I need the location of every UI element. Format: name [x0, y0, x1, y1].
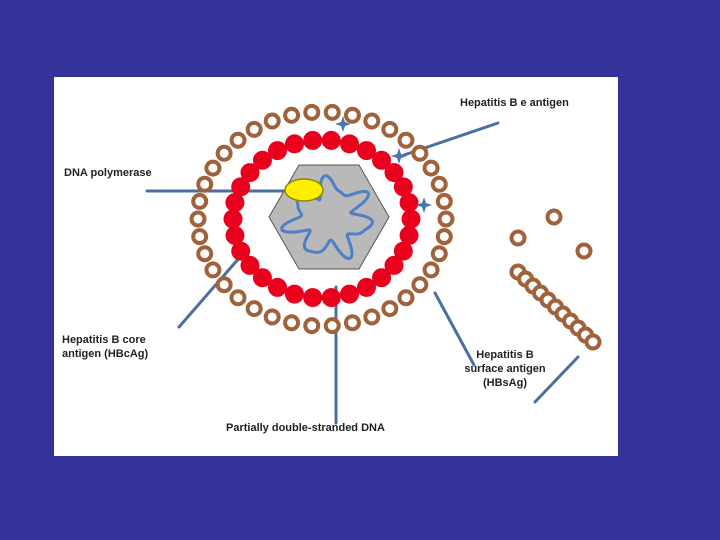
surface-antigen-particle-hole: [208, 163, 218, 173]
core-antigen-particle: [284, 284, 304, 304]
core-antigen-particle: [223, 209, 243, 229]
surface-antigen-particle-hole: [267, 312, 277, 322]
surface-antigen-particle-hole: [208, 265, 218, 275]
core-antigen-particle: [399, 225, 419, 245]
core-antigen-particle: [384, 255, 404, 275]
surface-antigen-particle-hole: [200, 179, 210, 189]
core-antigen-particle: [393, 241, 413, 261]
surface-antigen-particle-hole: [439, 232, 449, 242]
e-antigen-stars: [335, 116, 432, 213]
core-antigen-particle: [225, 225, 245, 245]
surface-antigen-particle-hole: [195, 196, 205, 206]
label-surface-antigen: Hepatitis B surface antigen (HBsAg): [464, 349, 546, 389]
core-antigen-particle: [401, 209, 421, 229]
hepatitis-b-virus-diagram: [145, 103, 602, 425]
surface-antigen-particle-hole: [401, 293, 411, 303]
surface-antigen-particle-hole: [249, 124, 259, 134]
dna-polymerase-blob: [284, 178, 324, 202]
label-dna: Partially double-stranded DNA: [226, 422, 385, 434]
surface-antigen-particle-hole: [307, 321, 317, 331]
e-antigen-star-icon: [391, 148, 407, 164]
dna-strand: [280, 174, 374, 261]
surface-antigen-particle-hole: [347, 110, 357, 120]
surface-antigen-particle-hole: [426, 163, 436, 173]
core-antigen-particle: [268, 277, 287, 297]
surface-antigen-particle-hole: [233, 135, 243, 145]
surface-antigen-particle-hole: [200, 249, 210, 259]
surface-antigen-particle-hole: [249, 304, 259, 314]
surface-antigen-particle-hole: [287, 110, 297, 120]
surface-antigen-particle-hole: [327, 321, 337, 331]
core-antigen-particle: [231, 241, 251, 261]
core-antigen-particle: [240, 255, 260, 275]
surface-antigen-particle-hole: [193, 214, 203, 224]
core-antigen-particle: [284, 134, 304, 154]
label-core-antigen: Hepatitis B core antigen (HBcAg): [62, 334, 149, 360]
surface-antigen-ring: [189, 103, 455, 335]
label-e-antigen: Hepatitis B e antigen: [460, 97, 569, 109]
core-antigen-particle: [393, 177, 413, 197]
core-antigen-particle: [321, 130, 341, 150]
surface-antigen-particle-hole: [233, 293, 243, 303]
free-surface-antigen-particles: [509, 208, 602, 351]
surface-antigen-particle-hole: [385, 124, 395, 134]
surface-antigen-particle-hole: [267, 116, 277, 126]
surface-antigen-particle-hole: [327, 107, 337, 117]
surface-antigen-particle-hole: [307, 107, 317, 117]
core-antigen-particle: [268, 141, 287, 161]
e-antigen-star-icon: [416, 197, 432, 213]
capsid-hexagon: [268, 164, 390, 270]
core-antigen-particle: [225, 193, 245, 213]
core-antigen-particle: [340, 284, 360, 304]
core-antigen-particle: [303, 130, 323, 150]
surface-antigen-particle-hole: [415, 280, 425, 290]
leader-line: [177, 255, 242, 329]
core-antigen-particle: [357, 277, 376, 297]
surface-antigen-particle-hole: [401, 135, 411, 145]
surface-antigen-particle-hole: [439, 196, 449, 206]
surface-antigen-particle-hole: [347, 318, 357, 328]
core-antigen-particle: [321, 288, 341, 308]
core-antigen-particle: [252, 150, 272, 170]
surface-antigen-particle-hole: [426, 265, 436, 275]
core-antigen-particle: [252, 268, 272, 288]
core-antigen-particle: [399, 193, 419, 213]
core-antigen-particle: [303, 288, 323, 308]
surface-antigen-particle-hole: [367, 312, 377, 322]
surface-antigen-particle-hole: [385, 304, 395, 314]
leader-line: [433, 291, 476, 367]
surface-antigen-particle-hole: [219, 280, 229, 290]
free-sphere-particle-hole: [579, 246, 589, 256]
free-sphere-particle-hole: [513, 233, 523, 243]
surface-antigen-particle-hole: [441, 214, 451, 224]
surface-antigen-particle-hole: [287, 318, 297, 328]
diagram-panel: [54, 77, 618, 456]
core-antigen-particle: [372, 268, 392, 288]
core-antigen-ring: [223, 130, 421, 308]
surface-antigen-particle-hole: [415, 148, 425, 158]
core-antigen-particle: [231, 177, 251, 197]
core-antigen-particle: [357, 141, 376, 161]
core-antigen-particle: [240, 163, 260, 183]
core-antigen-particle: [384, 163, 404, 183]
surface-antigen-particle-hole: [219, 148, 229, 158]
e-antigen-star-icon: [335, 116, 351, 132]
surface-antigen-particle-hole: [367, 116, 377, 126]
core-antigen-particle: [372, 150, 392, 170]
surface-antigen-particle-hole: [434, 179, 444, 189]
filament-particle-hole: [588, 337, 598, 347]
free-sphere-particle-hole: [549, 212, 559, 222]
leader-line: [533, 355, 580, 404]
label-dna-polymerase: DNA polymerase: [64, 167, 152, 179]
core-antigen-particle: [340, 134, 360, 154]
surface-antigen-particle-hole: [195, 232, 205, 242]
surface-antigen-particle-hole: [434, 249, 444, 259]
